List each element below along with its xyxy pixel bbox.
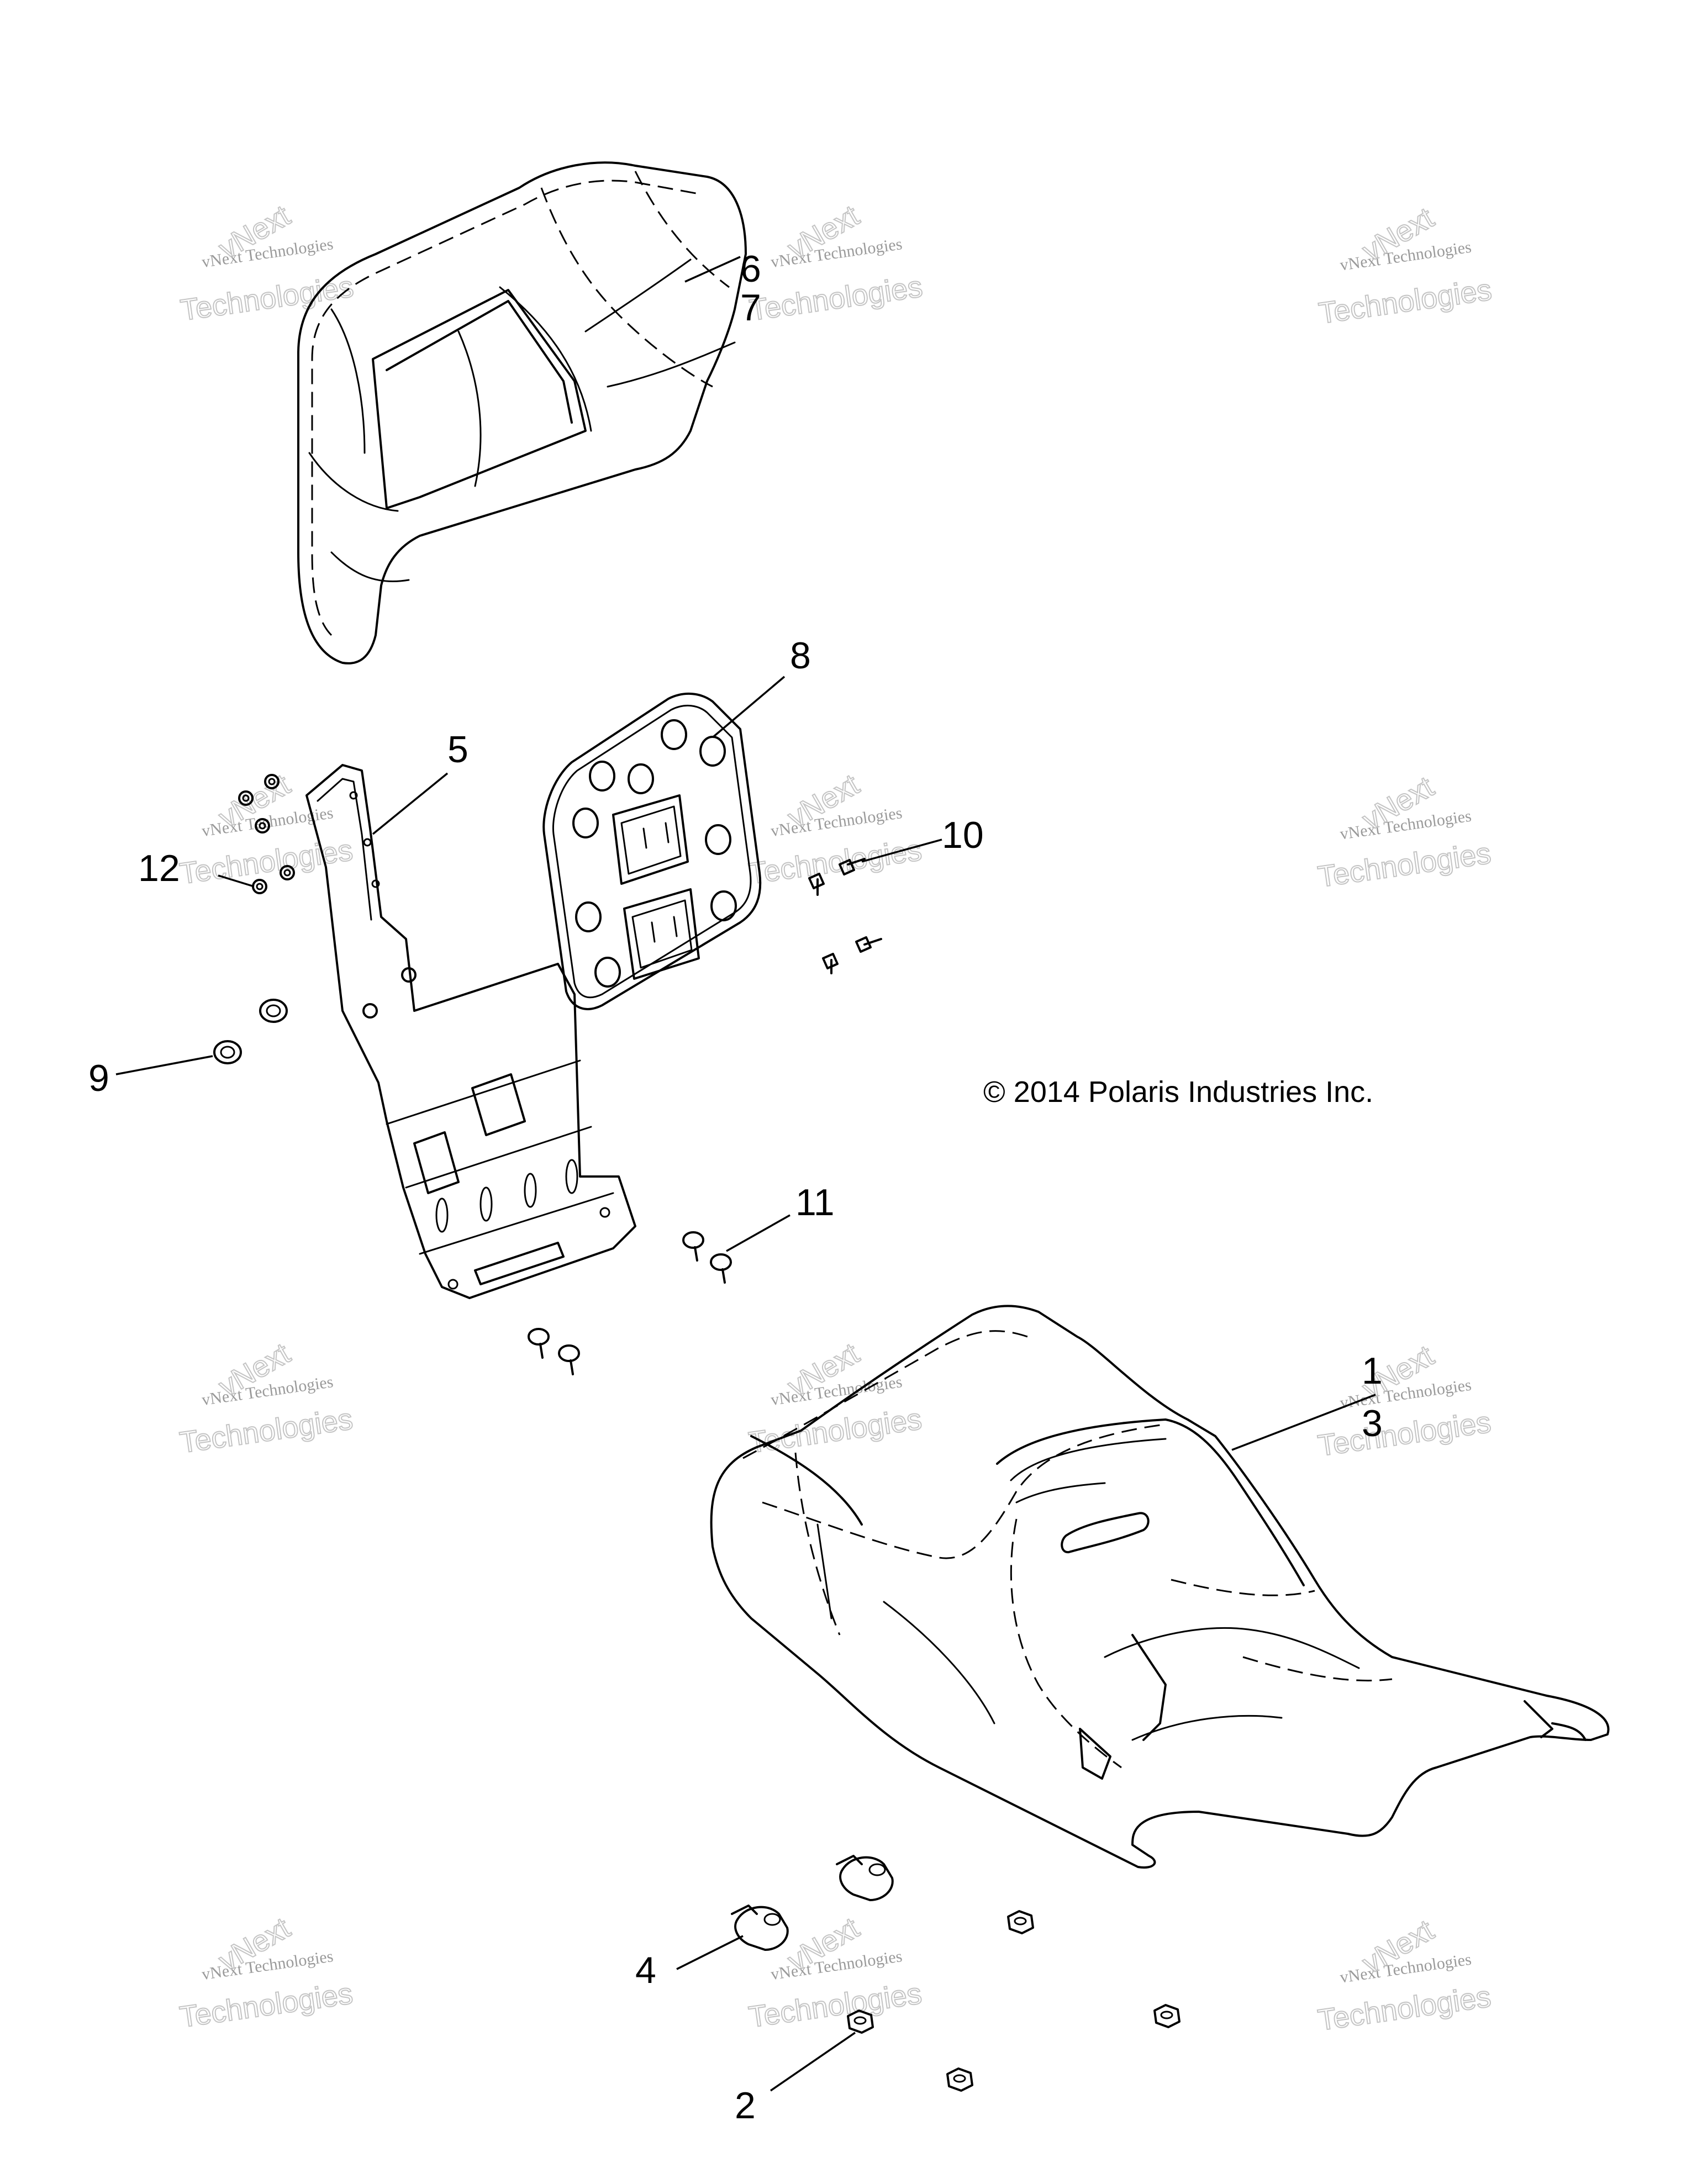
watermark-bottom-right: Technologies vNext Technologies vNext: [1315, 1913, 1494, 2038]
watermark-big-text: Technologies: [178, 270, 356, 327]
watermark-big-text: Technologies: [178, 1977, 355, 2034]
plate-hole: [705, 824, 731, 855]
plate-hole: [628, 763, 654, 794]
watermark-big-text: Technologies: [1316, 1406, 1493, 1463]
watermark-top-right: Technologies vNext Technologies vNext: [1316, 201, 1495, 331]
plate-hole: [710, 890, 737, 921]
leader-4: [676, 1935, 744, 1970]
bracket-part: [305, 764, 636, 1299]
watermark-big-text: Technologies: [1317, 273, 1494, 330]
callout-4: 4: [635, 1949, 656, 1991]
callout-1: 1: [1362, 1350, 1383, 1392]
leader-8: [712, 676, 786, 738]
callout-5: 5: [447, 729, 468, 771]
small-nuts-part: [238, 774, 295, 894]
watermark-mid-center: Technologies vNext Technologies vNext: [746, 767, 925, 891]
callout-9: 9: [88, 1057, 109, 1099]
watermark-bottom-center: Technologies vNext Technologies vNext: [746, 1911, 925, 2034]
plate-hole: [594, 957, 621, 988]
watermark-low-right: Technologies vNext Technologies vNext: [1315, 1338, 1494, 1463]
backrest-plate-part: [542, 692, 762, 1010]
watermark-top-center: Technologies vNext Technologies vNext: [747, 198, 925, 328]
plate-hole: [575, 901, 602, 932]
watermark-mid-right: Technologies vNext Technologies vNext: [1315, 769, 1494, 894]
watermark-big-text: Technologies: [1316, 837, 1493, 894]
watermark-low-center: Technologies vNext Technologies vNext: [746, 1336, 925, 1460]
seat-nuts-part: [847, 1910, 1180, 2092]
leader-6-7: [684, 256, 741, 283]
watermark-big-text: Technologies: [747, 1402, 924, 1459]
watermark-top-left: Technologies vNext Technologies vNext: [178, 198, 356, 328]
plate-hole: [699, 736, 726, 767]
callout-8: 8: [790, 635, 811, 677]
plate-hole: [661, 719, 687, 750]
callout-11: 11: [795, 1181, 835, 1223]
plate-hole: [572, 808, 599, 838]
callout-2: 2: [735, 2085, 756, 2127]
seat-part: [710, 1305, 1610, 1869]
leader-12: [218, 874, 255, 888]
grommets-part: [213, 999, 288, 1064]
watermark-big-text: Technologies: [747, 1977, 924, 2034]
watermark-low-left: Technologies vNext Technologies vNext: [177, 1336, 356, 1460]
watermark-big-text: Technologies: [747, 833, 924, 890]
callout-3: 3: [1362, 1402, 1383, 1444]
leader-5: [372, 772, 449, 835]
plate-hole: [589, 761, 615, 792]
callout-10: 10: [942, 814, 984, 856]
callout-7: 7: [740, 287, 761, 329]
seat-clips-part: [731, 1855, 894, 1951]
copyright-notice: © 2014 Polaris Industries Inc.: [983, 1075, 1373, 1109]
backrest-part: [297, 161, 747, 664]
watermark-big-text: Technologies: [747, 270, 925, 327]
watermark-big-text: Technologies: [1316, 1980, 1493, 2037]
leader-11: [726, 1214, 790, 1252]
leader-9: [115, 1055, 213, 1075]
watermark-bottom-left: Technologies vNext Technologies vNext: [177, 1911, 356, 2034]
screws-part: [808, 858, 882, 974]
watermark-big-text: Technologies: [178, 1402, 355, 1459]
callout-12: 12: [138, 847, 180, 889]
leader-1-3: [1231, 1394, 1376, 1451]
leader-2: [770, 2032, 856, 2092]
bolts-part: [528, 1231, 732, 1375]
leader-10: [861, 838, 942, 863]
callout-6: 6: [740, 248, 761, 290]
